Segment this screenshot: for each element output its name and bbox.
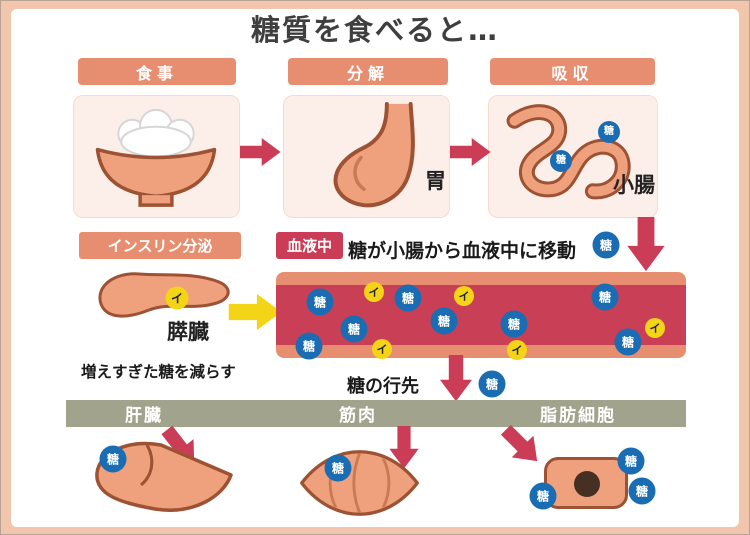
- destination-liver: 肝臓: [125, 406, 163, 426]
- blood-caption: 糖が小腸から血液中に移動: [348, 240, 577, 262]
- fat-cell-nucleus: [574, 471, 600, 497]
- arrow-right-icon: [450, 138, 491, 166]
- arrow-down-icon: [389, 426, 419, 469]
- sugar-circle: 糖: [550, 150, 572, 172]
- sugar-circle: 糖: [617, 447, 645, 475]
- sugar-circle: 糖: [306, 288, 334, 316]
- insulin-circle: イ: [165, 286, 189, 310]
- pancreas-icon: [98, 272, 230, 318]
- sugar-circle: 糖: [591, 283, 619, 311]
- destination-bar: 肝臓 筋肉 脂肪細胞: [66, 400, 686, 427]
- sugar-circle: 糖: [478, 370, 506, 398]
- small-intestine-icon: [506, 104, 631, 200]
- step-header-breakdown: 分解: [288, 58, 448, 85]
- insulin-circle: イ: [364, 282, 384, 302]
- in-blood-tag: 血液中: [276, 232, 343, 259]
- arrow-down-right-icon: [500, 424, 538, 462]
- sugar-circle: 糖: [99, 445, 127, 473]
- insulin-circle: イ: [454, 286, 474, 306]
- stomach-label: 胃: [425, 169, 446, 193]
- sugar-circle: 糖: [529, 482, 557, 510]
- stomach-box: [283, 95, 450, 218]
- arrow-right-icon: [240, 138, 281, 166]
- insulin-circle: イ: [507, 340, 527, 360]
- insulin-secretion-tag: インスリン分泌: [79, 232, 241, 259]
- sugar-destination-title: 糖の行先: [347, 376, 419, 397]
- sugar-circle: 糖: [500, 310, 528, 338]
- fat-cell-icon: [544, 457, 628, 509]
- intestine-box: [488, 95, 658, 218]
- muscle-icon: [300, 450, 419, 516]
- page-title: 糖質を食べると…: [250, 13, 499, 47]
- pancreas-label: 膵臓: [167, 320, 209, 344]
- insulin-arrow-icon: [228, 293, 282, 331]
- intestine-label: 小腸: [613, 173, 655, 197]
- pancreas-note: 増えすぎた糖を減らす: [81, 363, 236, 381]
- meal-box: [73, 95, 240, 218]
- insulin-circle: イ: [645, 318, 665, 338]
- sugar-circle: 糖: [394, 284, 422, 312]
- sugar-circle: 糖: [598, 121, 620, 143]
- stomach-icon: [333, 101, 415, 208]
- insulin-circle: イ: [372, 339, 392, 359]
- arrow-down-icon: [440, 355, 472, 402]
- sugar-circle: 糖: [295, 332, 323, 360]
- destination-muscle: 筋肉: [339, 406, 377, 426]
- sugar-circle: 糖: [614, 328, 642, 356]
- sugar-circle: 糖: [324, 454, 352, 482]
- sugar-circle: 糖: [340, 315, 368, 343]
- destination-fat-cell: 脂肪細胞: [540, 406, 616, 426]
- arrow-down-icon: [627, 217, 665, 272]
- step-header-absorption: 吸収: [490, 58, 655, 85]
- sugar-circle: 糖: [430, 307, 458, 335]
- step-header-meal: 食事: [78, 58, 236, 85]
- sugar-circle: 糖: [628, 477, 656, 505]
- rice-bowl-icon: [95, 108, 217, 207]
- sugar-circle: 糖: [592, 231, 620, 259]
